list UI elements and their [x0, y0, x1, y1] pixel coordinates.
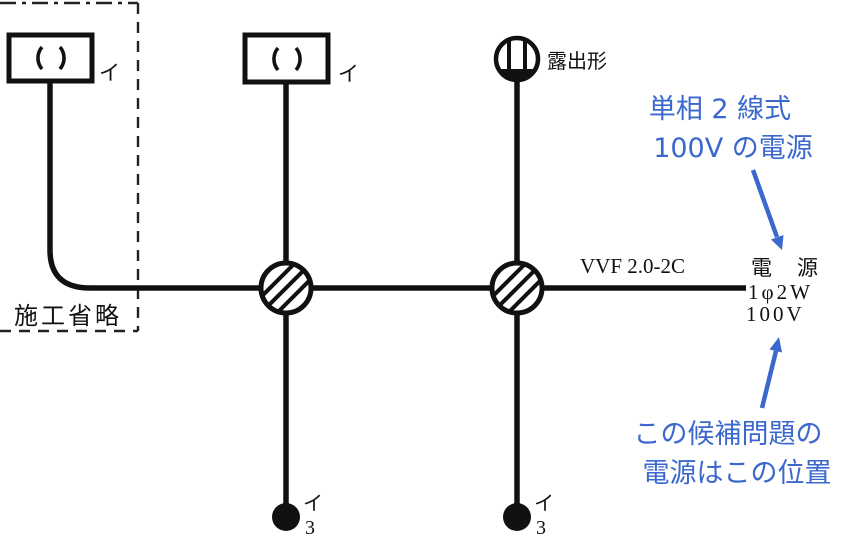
lamp-middle-label: イ — [338, 62, 359, 86]
switch-left-dot — [272, 503, 300, 531]
power-source-note-arrowhead-icon — [771, 235, 784, 250]
junction-box-right — [489, 260, 545, 316]
ceiling-rose-symbol — [493, 35, 541, 83]
fluorescent-lamp-symbol-left — [6, 32, 95, 84]
switch-right-circuit-label: イ — [534, 493, 554, 515]
switch-left-way-label: 3 — [305, 517, 315, 539]
switch-left-circuit-label: イ — [303, 493, 323, 515]
position-note-line2: 電源はこの位置 — [643, 458, 832, 489]
power-voltage-label: 100V — [746, 302, 805, 326]
cable-label: VVF 2.0-2C — [580, 254, 685, 278]
lamp-left-paren-close-icon — [58, 45, 66, 71]
position-note: この候補問題の 電源はこの位置 — [634, 337, 832, 489]
lamp-middle-paren-open-icon — [272, 46, 280, 72]
lamp-middle-outline — [242, 32, 331, 85]
position-note-arrowhead-icon — [769, 337, 782, 353]
wire-lamp-left-to-power — [47, 80, 746, 291]
power-source-note-line1: 単相 2 線式 — [649, 94, 791, 125]
power-phase-label: 1φ2W — [748, 280, 813, 304]
omission-box-label: 施工省略 — [14, 303, 122, 330]
position-note-line1: この候補問題の — [634, 419, 823, 450]
junction-box-right-hatch — [494, 265, 540, 311]
switch-right-way-label: 3 — [536, 517, 546, 539]
ceiling-rose-label: 露出形 — [547, 50, 607, 73]
lamp-middle-paren-close-icon — [294, 46, 302, 72]
fluorescent-lamp-symbol-middle — [242, 32, 331, 85]
lamp-left-label: イ — [99, 61, 120, 85]
power-source-note-arrow-line — [750, 169, 780, 238]
position-note-arrow-line — [759, 350, 779, 409]
power-name-label: 電 源 — [751, 256, 820, 280]
lamp-left-paren-open-icon — [36, 45, 44, 71]
omission-box-border — [0, 1, 140, 333]
junction-box-left — [258, 260, 314, 316]
ceiling-rose-filled-segment — [497, 69, 537, 79]
switch-right-dot — [503, 503, 531, 531]
power-source-block: 電 源 1φ2W 100V — [746, 256, 820, 326]
power-source-note-line2: 100V の電源 — [653, 133, 813, 164]
junction-box-left-hatch — [263, 265, 309, 311]
power-source-note: 単相 2 線式 100V の電源 — [649, 94, 813, 250]
ceiling-rose-inner — [497, 39, 537, 79]
lamp-left-outline — [6, 32, 95, 84]
